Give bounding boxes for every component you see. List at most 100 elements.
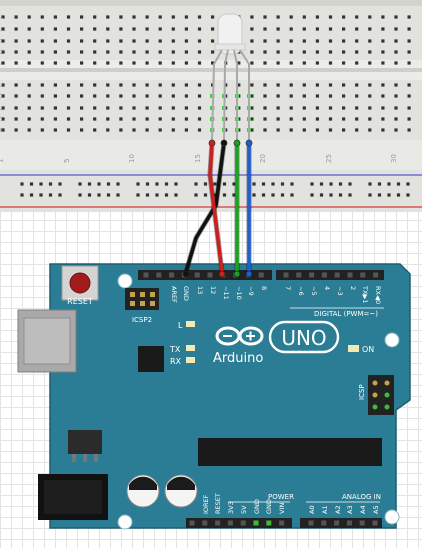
breadboard-hole[interactable] <box>53 117 57 121</box>
breadboard-hole[interactable] <box>315 106 319 110</box>
breadboard-hole[interactable] <box>315 83 319 87</box>
header-pin[interactable] <box>207 272 213 278</box>
breadboard-hole[interactable] <box>368 50 372 54</box>
breadboard-hole[interactable] <box>407 27 411 31</box>
breadboard-hole[interactable] <box>80 83 84 87</box>
breadboard-hole[interactable] <box>93 61 97 65</box>
rail-hole[interactable] <box>194 193 198 197</box>
rail-hole[interactable] <box>106 193 111 197</box>
breadboard-hole[interactable] <box>315 61 319 65</box>
breadboard-hole[interactable] <box>80 27 84 31</box>
breadboard-hole[interactable] <box>27 50 31 54</box>
breadboard-hole[interactable] <box>368 106 372 110</box>
rail-hole[interactable] <box>310 193 314 197</box>
breadboard-hole[interactable] <box>328 39 333 43</box>
breadboard-hole[interactable] <box>93 94 97 98</box>
breadboard-hole[interactable] <box>355 27 359 31</box>
breadboard-hole[interactable] <box>14 94 18 98</box>
breadboard-hole[interactable] <box>289 27 293 31</box>
breadboard-hole[interactable] <box>27 61 31 65</box>
breadboard-hole[interactable] <box>276 106 280 110</box>
breadboard-hole[interactable] <box>302 50 306 54</box>
breadboard-hole[interactable] <box>119 50 123 54</box>
rail-hole[interactable] <box>20 182 24 186</box>
breadboard-hole[interactable] <box>289 94 293 98</box>
breadboard-hole[interactable] <box>355 94 359 98</box>
breadboard-hole[interactable] <box>66 15 71 19</box>
breadboard-hole[interactable] <box>132 117 136 121</box>
breadboard-hole[interactable] <box>342 15 346 19</box>
breadboard-hole[interactable] <box>197 27 202 31</box>
breadboard-hole[interactable] <box>93 15 97 19</box>
breadboard-hole[interactable] <box>289 50 293 54</box>
breadboard-hole[interactable] <box>132 94 136 98</box>
rail-hole[interactable] <box>252 193 256 197</box>
breadboard-hole[interactable] <box>289 61 293 65</box>
breadboard-hole[interactable] <box>407 94 411 98</box>
breadboard-hole[interactable] <box>145 106 149 110</box>
breadboard-hole[interactable] <box>355 39 359 43</box>
breadboard-hole[interactable] <box>289 39 293 43</box>
header-pin[interactable] <box>156 272 162 278</box>
breadboard-hole[interactable] <box>66 50 71 54</box>
breadboard-hole[interactable] <box>289 117 293 121</box>
header-pin[interactable] <box>240 520 246 526</box>
breadboard-hole[interactable] <box>211 50 215 54</box>
breadboard-hole[interactable] <box>289 106 293 110</box>
breadboard-hole[interactable] <box>302 94 306 98</box>
breadboard-hole[interactable] <box>328 61 333 65</box>
breadboard-hole[interactable] <box>328 106 333 110</box>
breadboard-hole[interactable] <box>302 83 306 87</box>
breadboard-hole[interactable] <box>237 61 241 65</box>
breadboard-hole[interactable] <box>328 50 333 54</box>
breadboard-hole[interactable] <box>80 50 84 54</box>
breadboard-hole[interactable] <box>27 39 31 43</box>
breadboard-hole[interactable] <box>315 128 319 132</box>
breadboard-hole[interactable] <box>394 15 398 19</box>
breadboard-hole[interactable] <box>80 15 84 19</box>
breadboard-hole[interactable] <box>66 94 71 98</box>
breadboard-hole[interactable] <box>250 50 254 54</box>
breadboard-hole[interactable] <box>276 27 280 31</box>
breadboard-hole[interactable] <box>132 128 136 132</box>
rail-hole[interactable] <box>145 182 150 186</box>
breadboard-hole[interactable] <box>184 106 188 110</box>
breadboard-hole[interactable] <box>276 94 280 98</box>
breadboard-hole[interactable] <box>250 117 254 121</box>
breadboard-hole[interactable] <box>14 15 18 19</box>
breadboard-hole[interactable] <box>381 39 385 43</box>
breadboard-hole[interactable] <box>145 27 149 31</box>
header-pin[interactable] <box>194 272 200 278</box>
breadboard-hole[interactable] <box>119 61 123 65</box>
header-pin[interactable] <box>169 272 175 278</box>
breadboard-hole[interactable] <box>145 15 149 19</box>
breadboard-hole[interactable] <box>106 15 110 19</box>
breadboard-hole[interactable] <box>211 39 215 43</box>
breadboard-hole[interactable] <box>263 83 267 87</box>
breadboard-hole[interactable] <box>355 117 359 121</box>
breadboard-hole[interactable] <box>119 94 123 98</box>
breadboard-hole[interactable] <box>145 39 149 43</box>
breadboard-hole[interactable] <box>184 83 188 87</box>
header-pin[interactable] <box>253 520 259 526</box>
breadboard-hole[interactable] <box>40 15 44 19</box>
breadboard-hole[interactable] <box>263 15 267 19</box>
breadboard-hole[interactable] <box>40 106 44 110</box>
rail-hole[interactable] <box>348 193 352 197</box>
breadboard-hole[interactable] <box>171 39 175 43</box>
breadboard-hole[interactable] <box>328 117 333 121</box>
rail-hole[interactable] <box>164 193 169 197</box>
breadboard-hole[interactable] <box>263 117 267 121</box>
reset-button[interactable]: RESET <box>61 265 99 306</box>
breadboard-hole[interactable] <box>80 39 84 43</box>
breadboard-hole[interactable] <box>106 83 110 87</box>
breadboard-hole[interactable] <box>394 27 398 31</box>
breadboard-hole[interactable] <box>14 50 18 54</box>
breadboard-hole[interactable] <box>184 50 188 54</box>
breadboard-hole[interactable] <box>40 61 44 65</box>
breadboard-hole[interactable] <box>171 15 175 19</box>
breadboard-hole[interactable] <box>355 61 359 65</box>
breadboard-hole[interactable] <box>158 117 162 121</box>
rail-hole[interactable] <box>106 182 111 186</box>
breadboard-hole[interactable] <box>407 15 411 19</box>
